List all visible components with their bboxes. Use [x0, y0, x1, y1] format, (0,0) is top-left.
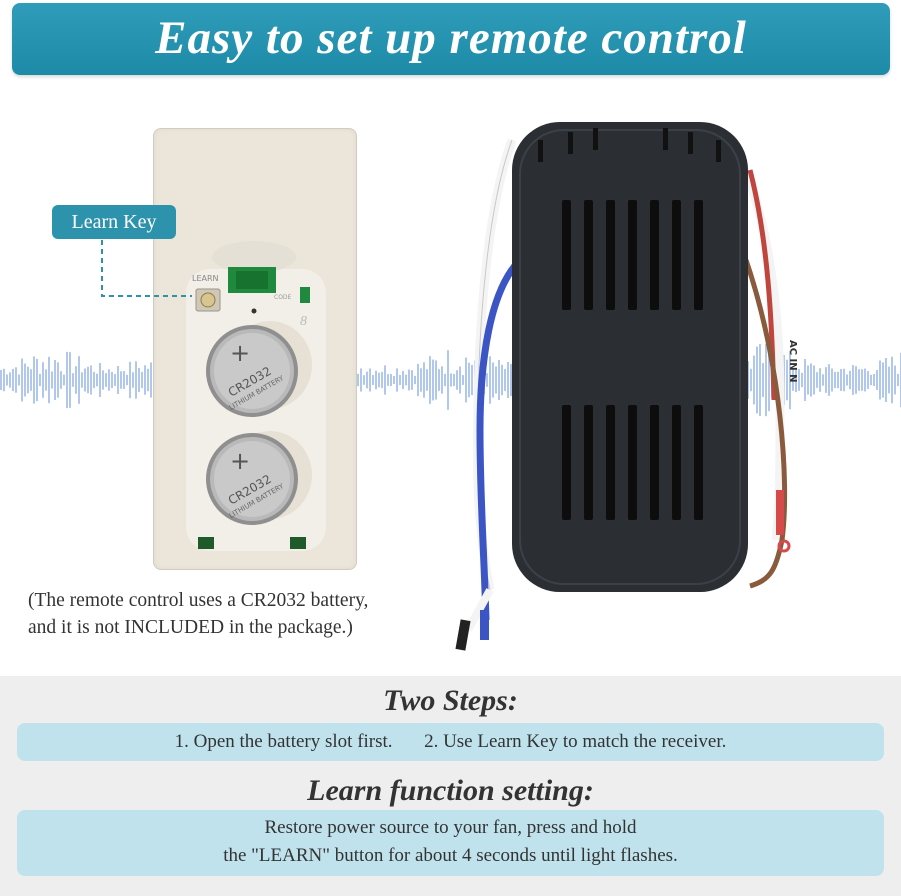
note-line-2: and it is not INCLUDED in the package.) — [28, 617, 353, 638]
svg-text:8: 8 — [300, 314, 307, 329]
receiver-body — [512, 122, 748, 592]
note-line-1: (The remote control uses a CR2032 batter… — [28, 590, 369, 611]
vent-slot — [694, 200, 703, 310]
vent-slot — [584, 200, 593, 310]
battery-note: (The remote control uses a CR2032 batter… — [28, 587, 448, 641]
vent-slot — [562, 405, 571, 520]
svg-text:+: + — [230, 339, 250, 367]
svg-text:+: + — [230, 447, 250, 475]
remote-internals: LEARN CODE 8 + CR2032 LITHIUM BATTERY + … — [192, 241, 312, 549]
step-2: 2. Use Learn Key to match the receiver. — [424, 731, 727, 752]
learn-small-label: LEARN — [192, 274, 219, 283]
battery-bottom: + CR2032 LITHIUM BATTERY — [206, 431, 312, 525]
fan-receiver-unit: AC IN N — [455, 122, 798, 651]
vent-slot — [672, 200, 681, 310]
vent-slot — [694, 405, 703, 520]
vent-slot — [562, 200, 571, 310]
vent-slot — [672, 405, 681, 520]
learn-setting-heading: Learn function setting: — [307, 774, 594, 807]
vent-slot — [606, 200, 615, 310]
vent-slot — [628, 200, 637, 310]
steps-bar: 1. Open the battery slot first. 2. Use L… — [17, 723, 884, 761]
code-switch — [300, 287, 310, 303]
vent-slot — [650, 405, 659, 520]
learn-setting-line-1: Restore power source to your fan, press … — [264, 817, 637, 838]
learn-setting-box: Restore power source to your fan, press … — [17, 810, 884, 876]
code-small-label: CODE — [274, 294, 292, 301]
battery-top: + CR2032 LITHIUM BATTERY — [206, 321, 312, 417]
vent-slot — [628, 405, 637, 520]
vent-slot — [606, 405, 615, 520]
title-banner: Easy to set up remote control — [12, 3, 890, 75]
remote-control-back: LEARN CODE 8 + CR2032 LITHIUM BATTERY + … — [153, 128, 357, 570]
learn-setting-line-2: the "LEARN" button for about 4 seconds u… — [223, 845, 678, 866]
two-steps-heading: Two Steps: — [383, 684, 518, 717]
vent-slot — [584, 405, 593, 520]
learn-key-callout: Learn Key — [52, 205, 176, 239]
instructions-panel: Two Steps: 1. Open the battery slot firs… — [0, 676, 901, 896]
callout-connector — [101, 240, 192, 297]
step-1: 1. Open the battery slot first. — [174, 731, 393, 752]
banner-title: Easy to set up remote control — [155, 12, 747, 64]
wire-label: AC IN N — [787, 340, 798, 383]
vent-slot — [650, 200, 659, 310]
